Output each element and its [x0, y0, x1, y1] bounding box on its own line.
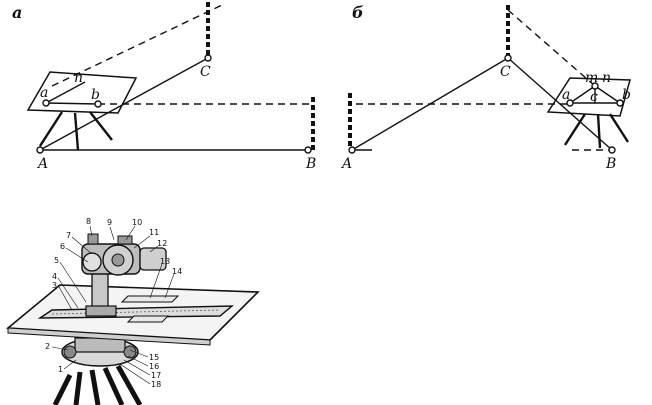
- scale-plate: [120, 295, 180, 303]
- callout-13: 13: [160, 257, 170, 266]
- tripod-leg: [73, 112, 80, 151]
- callout-1: 1: [58, 365, 63, 374]
- point-B: [304, 146, 312, 154]
- label-B: B: [305, 156, 316, 172]
- board-ray-ab: [45, 102, 99, 105]
- label-a-small: a: [562, 87, 570, 103]
- tripod-leg: [596, 113, 602, 149]
- tripod-leg: [563, 113, 587, 146]
- point-A: [348, 146, 356, 154]
- scale-plate: [126, 315, 170, 323]
- sight-c: [51, 4, 223, 87]
- point-a-small: [42, 99, 50, 107]
- board-ray-ca: [569, 85, 596, 104]
- circle-hub: [111, 253, 125, 267]
- label-C: C: [200, 64, 211, 80]
- point-B: [608, 146, 616, 154]
- callout-10: 10: [132, 218, 142, 227]
- point-a-small: [566, 99, 574, 107]
- label-b-small: b: [91, 87, 100, 103]
- callout-7: 7: [66, 231, 71, 240]
- label-b-small: b: [622, 87, 631, 103]
- point-c-small: [591, 82, 599, 90]
- ruler-scale: [51, 309, 221, 315]
- point-b-small: [94, 100, 102, 108]
- callout-12: 12: [157, 239, 167, 248]
- callout-16: 16: [149, 362, 159, 371]
- label-a-small: a: [40, 85, 48, 101]
- callout-3: 3: [52, 281, 57, 290]
- callout-17: 17: [151, 371, 161, 380]
- clamp-screw-icon: [123, 345, 137, 359]
- callout-11: 11: [149, 228, 159, 237]
- callout-8: 8: [86, 217, 91, 226]
- tripod-leg: [38, 111, 64, 147]
- point-C: [504, 54, 512, 62]
- panel-b: б a b c m n A B: [340, 3, 631, 172]
- callout-2: 2: [45, 342, 50, 351]
- label-n: n: [74, 70, 83, 86]
- clamp-screw-icon: [63, 345, 77, 359]
- callout-14: 14: [172, 267, 182, 276]
- panel-b-label: б: [352, 3, 364, 22]
- point-A: [36, 146, 44, 154]
- board-ray-an: [45, 81, 86, 104]
- point-b-small: [616, 99, 624, 107]
- board-ray-cb: [594, 85, 621, 104]
- plane-table-board: [546, 77, 631, 117]
- knob-icon: [87, 233, 99, 245]
- telescope-objective: [139, 247, 167, 271]
- label-A: A: [340, 156, 352, 172]
- callout-5: 5: [54, 256, 59, 265]
- label-c-small: c: [590, 89, 598, 105]
- instrument-drawing: 1 2 3 4 5 6 7 8 9 10 11 12 13 14 15 16 1…: [5, 217, 260, 405]
- label-n: n: [602, 70, 611, 86]
- callout-4: 4: [52, 272, 57, 281]
- callout-6: 6: [60, 242, 65, 251]
- sight-c: [507, 9, 596, 87]
- eyepiece: [82, 252, 102, 272]
- label-B: B: [605, 156, 616, 172]
- tripod-leg: [608, 113, 630, 143]
- callout-9: 9: [107, 218, 112, 227]
- column-base: [85, 305, 117, 317]
- tripod-mount: [74, 337, 126, 353]
- level-icon: [117, 235, 133, 245]
- label-m: m: [585, 70, 598, 86]
- callout-18: 18: [151, 380, 161, 389]
- label-C: C: [500, 64, 511, 80]
- point-C: [204, 54, 212, 62]
- panel-a: а a b n A B C: [12, 2, 316, 172]
- callouts: [51, 225, 175, 385]
- panel-a-label: а: [12, 3, 22, 22]
- tripod-legs: [52, 364, 143, 405]
- tripod-leg: [89, 111, 113, 141]
- board-edge: [7, 327, 211, 346]
- callout-15: 15: [149, 353, 159, 362]
- label-A: A: [36, 156, 48, 172]
